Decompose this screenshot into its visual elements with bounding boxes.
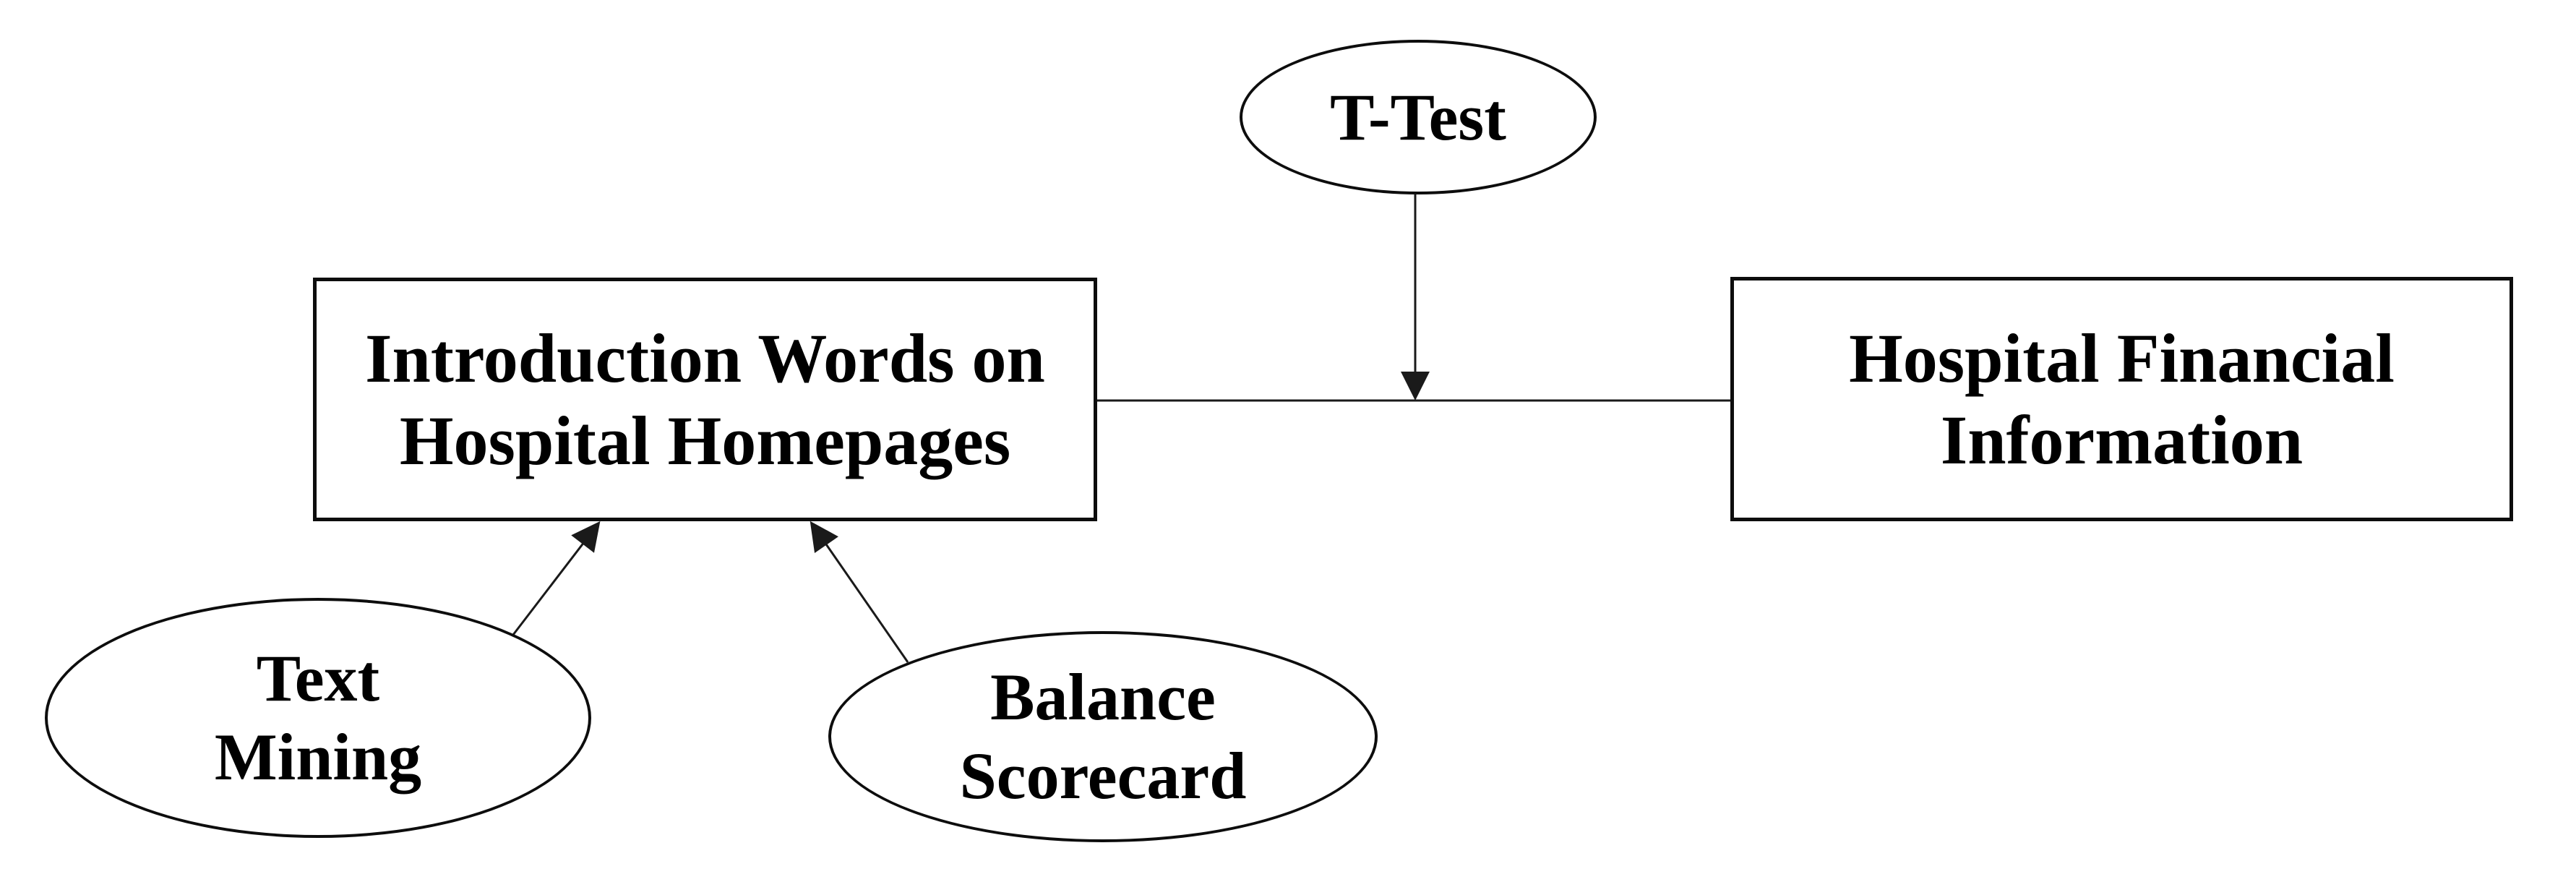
node-t-test-label: T-Test	[1330, 80, 1506, 154]
node-hospital-financial-label-line1: Hospital Financial	[1849, 319, 2395, 397]
node-text-mining-label-line2: Mining	[214, 720, 422, 794]
node-balance-scorecard: Balance Scorecard	[828, 631, 1378, 842]
node-balance-scorecard-label-line1: Balance	[990, 660, 1216, 735]
node-introduction-words: Introduction Words on Hospital Homepages	[313, 278, 1097, 521]
node-introduction-words-label-line1: Introduction Words on	[365, 320, 1045, 398]
node-hospital-financial: Hospital Financial Information	[1730, 277, 2513, 521]
edge-textmining-arrow	[512, 521, 601, 635]
node-text-mining: Text Mining	[45, 598, 591, 838]
node-introduction-words-label-line2: Hospital Homepages	[399, 401, 1011, 479]
node-text-mining-label-line1: Text	[256, 641, 380, 716]
node-balance-scorecard-label-line2: Scorecard	[959, 739, 1247, 813]
edge-balancescorecard-arrow	[810, 521, 909, 663]
node-hospital-financial-label-line2: Information	[1940, 401, 2304, 479]
node-t-test: T-Test	[1240, 40, 1597, 194]
